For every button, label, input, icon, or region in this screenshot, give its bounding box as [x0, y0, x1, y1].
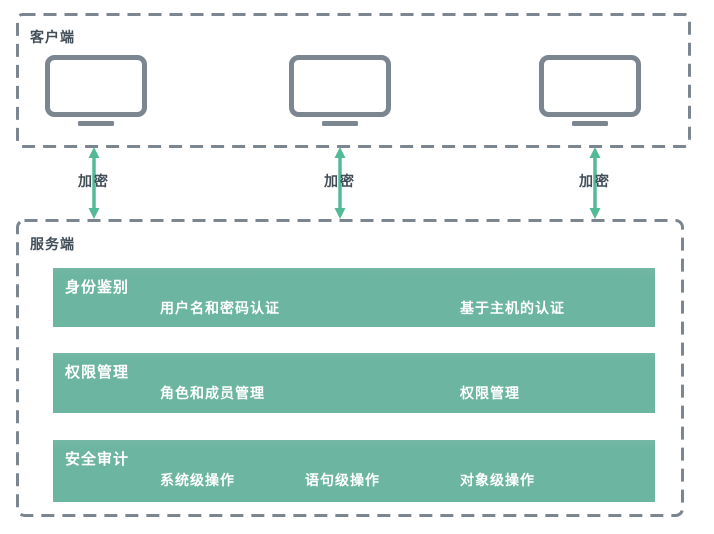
bar-item: 角色和成员管理 [160, 385, 265, 401]
bar-identity-authentication: 身份鉴别 用户名和密码认证 基于主机的认证 [53, 268, 655, 327]
bar-item: 用户名和密码认证 [160, 300, 280, 316]
bar-header: 身份鉴别 [65, 279, 130, 296]
encrypt-label: 加密 [579, 173, 611, 189]
bar-permission-management: 权限管理 角色和成员管理 权限管理 [53, 353, 655, 413]
server-box-border [16, 219, 684, 517]
bar-item: 系统级操作 [160, 472, 235, 488]
encrypt-arrow-icon [334, 147, 346, 219]
monitor-icon [289, 55, 391, 126]
monitor-icon [45, 55, 147, 126]
bar-item: 基于主机的认证 [460, 300, 565, 316]
bar-item: 语句级操作 [305, 472, 380, 488]
encrypt-arrow-icon [88, 147, 100, 219]
bar-security-audit: 安全审计 系统级操作 语句级操作 对象级操作 [53, 440, 655, 502]
server-box-label: 服务端 [30, 236, 75, 252]
bar-header: 权限管理 [65, 364, 130, 381]
bar-header: 安全审计 [65, 451, 130, 468]
bar-item: 对象级操作 [460, 472, 535, 488]
encrypt-arrow-icon [589, 147, 601, 219]
bar-item: 权限管理 [460, 385, 520, 401]
encrypt-label: 加密 [324, 173, 356, 189]
monitor-icon [539, 55, 641, 126]
client-box-label: 客户端 [30, 29, 75, 45]
encrypt-label: 加密 [78, 173, 110, 189]
